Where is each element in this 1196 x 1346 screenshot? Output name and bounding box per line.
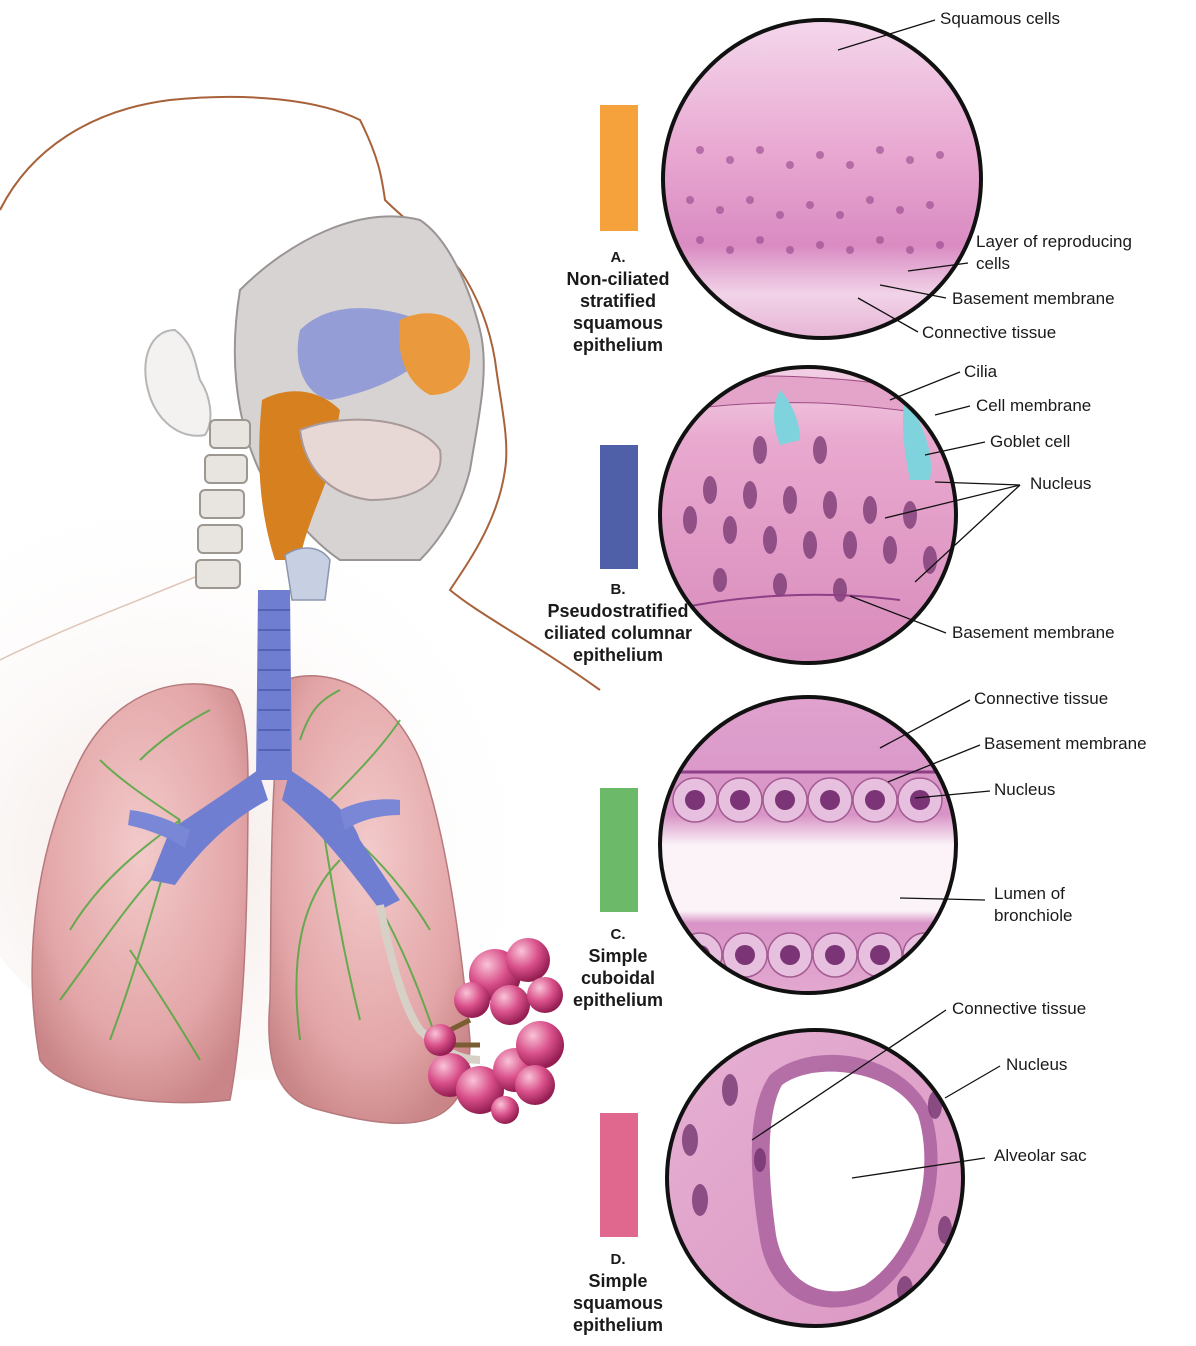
label-basement-membrane-b: Basement membrane [952, 622, 1115, 644]
caption-d: D. Simple squamous epithelium [548, 1250, 688, 1336]
swatch-c [600, 788, 638, 912]
label-basement-membrane-c: Basement membrane [984, 733, 1147, 755]
caption-c: C. Simple cuboidal epithelium [548, 925, 688, 1011]
swatch-d [600, 1113, 638, 1237]
caption-b: B. Pseudostratified ciliated columnar ep… [548, 580, 688, 666]
label-cilia: Cilia [964, 361, 997, 383]
swatch-a [600, 105, 638, 231]
label-connective-tissue-a: Connective tissue [922, 322, 1056, 344]
caption-c-letter: C. [548, 925, 688, 945]
larynx [285, 548, 330, 600]
label-layer-of-reproducing-cells: Layer of reproducing cells [976, 231, 1146, 275]
label-connective-tissue-c: Connective tissue [974, 688, 1108, 710]
caption-d-title: Simple squamous epithelium [563, 1270, 673, 1336]
label-connective-tissue-d: Connective tissue [952, 998, 1086, 1020]
ear [145, 330, 210, 436]
label-nucleus-c: Nucleus [994, 779, 1055, 801]
swatch-b [600, 445, 638, 569]
label-alveolar-sac: Alveolar sac [994, 1145, 1087, 1167]
label-basement-membrane-a: Basement membrane [952, 288, 1115, 310]
label-goblet-cell: Goblet cell [990, 431, 1070, 453]
caption-a: A. Non-ciliated stratified squamous epit… [548, 248, 688, 356]
label-cell-membrane: Cell membrane [976, 395, 1091, 417]
label-lumen-of-bronchiole: Lumen of bronchiole [994, 883, 1114, 927]
label-nucleus-b: Nucleus [1030, 473, 1091, 495]
caption-b-title: Pseudostratified ciliated columnar epith… [538, 600, 698, 666]
caption-a-letter: A. [548, 248, 688, 268]
caption-c-title: Simple cuboidal epithelium [563, 945, 673, 1011]
caption-d-letter: D. [548, 1250, 688, 1270]
label-nucleus-d: Nucleus [1006, 1054, 1067, 1076]
caption-a-title: Non-ciliated stratified squamous epithel… [566, 269, 669, 355]
micrograph-c [658, 695, 958, 995]
anatomy-illustration [0, 97, 600, 1124]
micrograph-d [665, 1028, 965, 1328]
caption-b-letter: B. [548, 580, 688, 600]
micrograph-a [660, 18, 990, 343]
label-squamous-cells: Squamous cells [940, 8, 1060, 30]
